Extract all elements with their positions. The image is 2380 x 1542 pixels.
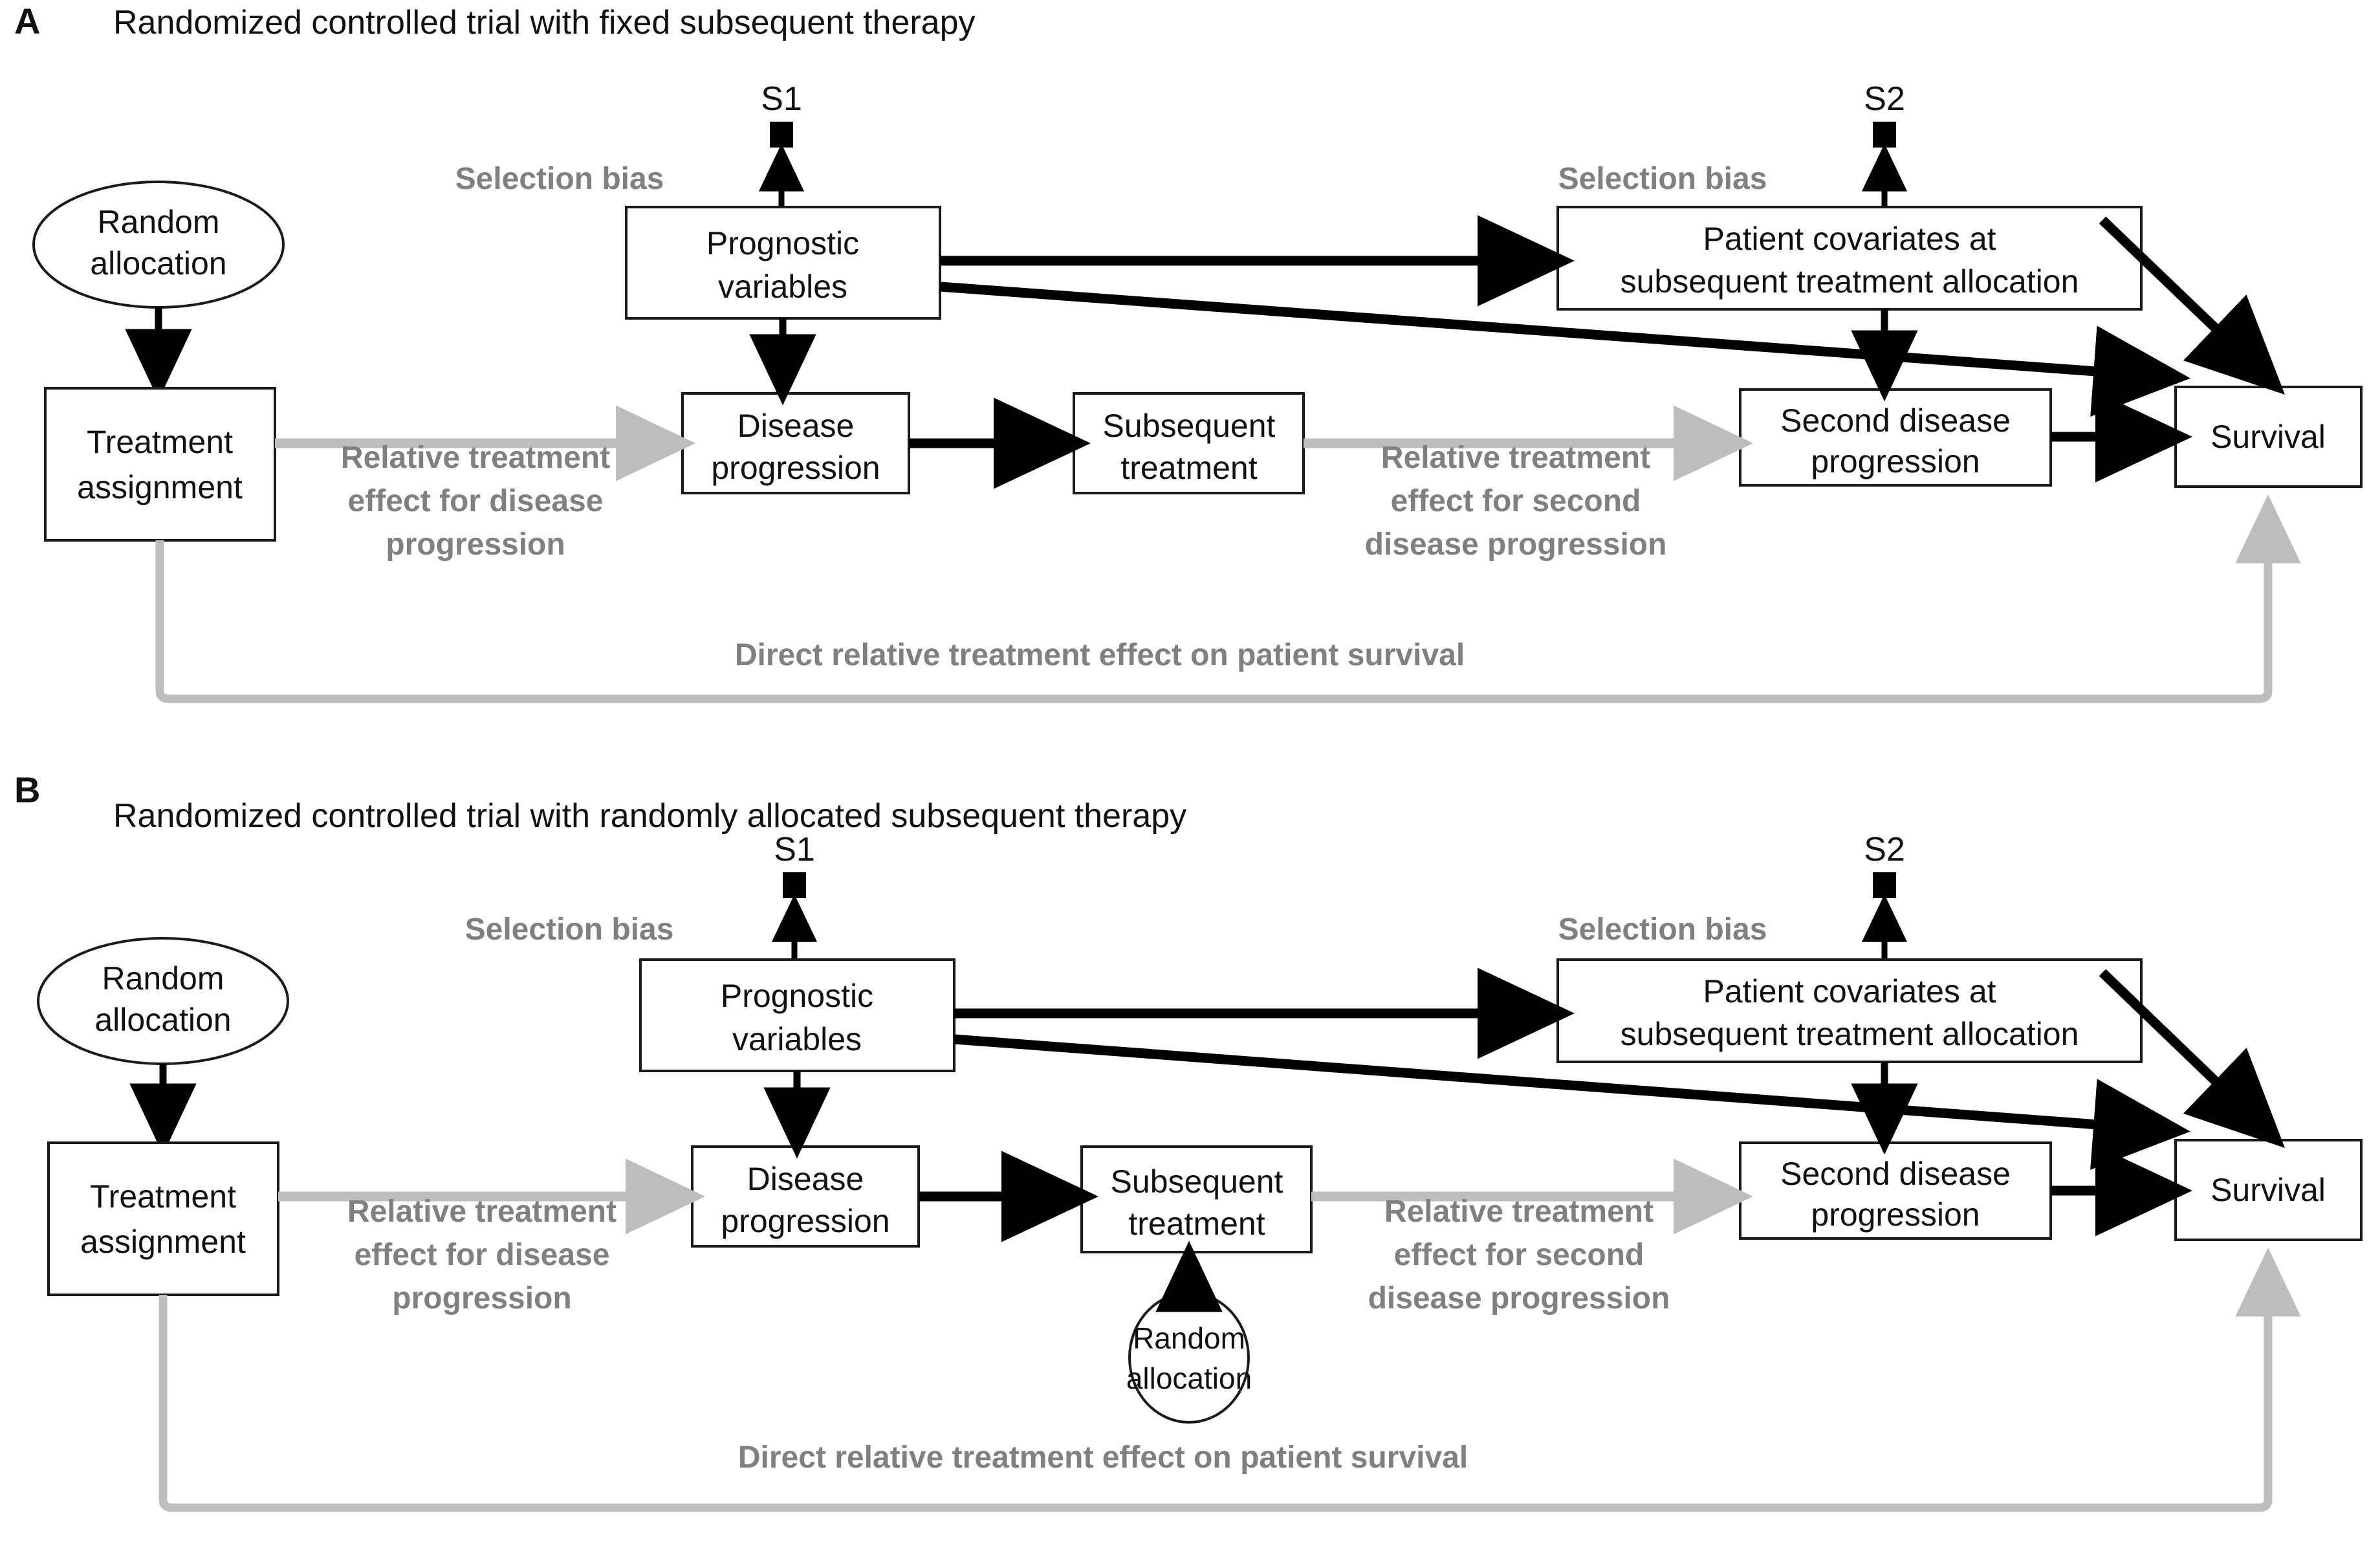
panel-a-node-second-disease-progression xyxy=(1739,388,2052,487)
panel-b-rel-effect-2-line1: Relative treatment xyxy=(1384,1195,1654,1229)
panel-a-subsequent-line1: Subsequent xyxy=(1103,408,1276,444)
panel-a-covariates-line2: subsequent treatment allocation xyxy=(1621,263,2079,300)
panel-a-s2-node xyxy=(1873,122,1896,148)
panel-a-prognostic-line1: Prognostic xyxy=(706,225,859,261)
panel-a-covariates-line1: Patient covariates at xyxy=(1703,221,1996,257)
panel-b-prognostic-line2: variables xyxy=(732,1021,862,1057)
panel-a-node-disease-progression xyxy=(681,392,910,494)
panel-a-title: Randomized controlled trial with fixed s… xyxy=(113,4,976,41)
panel-b-second-disease-line2: progression xyxy=(1811,1196,1980,1233)
panel-a-survival-label: Survival xyxy=(2211,419,2326,455)
panel-a-node-prognostic-variables xyxy=(625,206,941,320)
panel-a-rel-effect-2-line3: disease progression xyxy=(1365,527,1667,562)
panel-a-disease-line1: Disease xyxy=(737,408,855,444)
panel-a-selection-bias-2: Selection bias xyxy=(1558,162,1767,196)
panel-b-rel-effect-2-line3: disease progression xyxy=(1368,1281,1670,1316)
panel-a-rel-effect-1-line3: progression xyxy=(386,527,565,562)
panel-b-node-survival xyxy=(2174,1139,2363,1241)
panel-a-rel-effect-1-line2: effect for disease xyxy=(348,484,604,518)
panel-b-prognostic-line1: Prognostic xyxy=(721,978,873,1014)
panel-b-treatment-assignment-line2: assignment xyxy=(80,1224,246,1260)
panel-a-edge-covariates-to-survival xyxy=(2099,216,2286,395)
panel-a-node-treatment-assignment xyxy=(44,387,276,542)
panel-b-rel-effect-1-line2: effect for disease xyxy=(355,1238,610,1272)
panel-a-s1-node xyxy=(770,122,793,148)
panel-a-treatment-assignment-line2: assignment xyxy=(77,469,243,505)
panel-b-covariates-line1: Patient covariates at xyxy=(1703,973,1996,1009)
panel-b: B Randomized controlled trial with rando… xyxy=(14,769,2363,1512)
panel-b-subsequent-line1: Subsequent xyxy=(1111,1163,1283,1200)
panel-b-s2-node xyxy=(1873,872,1896,898)
panel-a-prognostic-line2: variables xyxy=(718,269,847,305)
panel-a-rel-effect-2-line2: effect for second xyxy=(1391,484,1641,518)
panel-a-random-allocation-line1: Random xyxy=(98,204,220,240)
panel-a-disease-line2: progression xyxy=(711,450,880,486)
panel-a: A Randomized controlled trial with fixed… xyxy=(14,1,2363,703)
panel-a-rel-effect-1-line1: Relative treatment xyxy=(341,441,610,475)
panel-b-node-patient-covariates xyxy=(1556,958,2143,1063)
panel-a-second-disease-line1: Second disease xyxy=(1780,402,2011,439)
panel-b-node-treatment-assignment xyxy=(47,1141,279,1296)
panel-a-s2-label: S2 xyxy=(1864,80,1905,118)
panel-b-node-random-allocation xyxy=(37,937,289,1065)
panel-b-title: Randomized controlled trial with randoml… xyxy=(113,797,1186,835)
panel-b-treatment-assignment-line1: Treatment xyxy=(90,1178,236,1215)
panel-b-random-allocation-line2: allocation xyxy=(94,1002,231,1038)
panel-a-random-allocation-line2: allocation xyxy=(90,245,226,281)
panel-b-node-subsequent-treatment xyxy=(1080,1145,1313,1253)
panel-a-second-disease-line2: progression xyxy=(1811,443,1980,479)
panel-b-s2-label: S2 xyxy=(1864,831,1905,868)
panel-b-selection-bias-1: Selection bias xyxy=(465,912,674,947)
panel-b-selection-bias-2: Selection bias xyxy=(1558,912,1767,947)
panel-b-subsequent-line2: treatment xyxy=(1128,1206,1265,1242)
panel-b-edge-direct-effect xyxy=(158,1247,2301,1512)
panel-b-survival-label: Survival xyxy=(2211,1172,2326,1208)
panel-a-letter: A xyxy=(14,1,40,41)
panel-b-node-random-allocation-2 xyxy=(1128,1292,1250,1424)
panel-a-node-patient-covariates xyxy=(1556,206,2143,311)
panel-a-rel-effect-2-line1: Relative treatment xyxy=(1381,441,1650,475)
panel-b-disease-line2: progression xyxy=(721,1203,890,1239)
panel-b-second-disease-line1: Second disease xyxy=(1780,1156,2011,1192)
panel-b-rel-effect-2-line2: effect for second xyxy=(1394,1238,1644,1272)
panel-a-edge-direct-effect xyxy=(155,494,2301,703)
panel-b-edge-covariates-to-survival xyxy=(2099,969,2285,1148)
panel-b-random-allocation-2-line2: allocation xyxy=(1126,1361,1252,1395)
panel-b-rel-effect-1-line1: Relative treatment xyxy=(347,1195,617,1229)
panel-a-treatment-assignment-line1: Treatment xyxy=(87,424,233,460)
panel-a-s1-label: S1 xyxy=(761,80,802,118)
panel-b-node-second-disease-progression xyxy=(1739,1141,2052,1240)
panel-a-node-random-allocation xyxy=(32,181,285,309)
panel-b-direct-effect-label: Direct relative treatment effect on pati… xyxy=(738,1440,1468,1475)
panel-a-selection-bias-1: Selection bias xyxy=(455,162,664,196)
panel-b-s1-node xyxy=(783,872,806,898)
panel-b-edge-prognostic-to-survival xyxy=(954,1034,2190,1170)
panel-b-random-allocation-line1: Random xyxy=(102,960,224,997)
panel-a-direct-effect-label: Direct relative treatment effect on pati… xyxy=(735,638,1465,672)
panel-b-rel-effect-1-line3: progression xyxy=(392,1281,571,1316)
panel-b-s1-label: S1 xyxy=(774,831,815,868)
panel-b-random-allocation-2-line1: Random xyxy=(1133,1321,1245,1355)
panel-b-letter: B xyxy=(14,769,40,810)
panel-b-disease-line1: Disease xyxy=(747,1161,864,1197)
panel-b-covariates-line2: subsequent treatment allocation xyxy=(1621,1016,2079,1052)
panel-a-subsequent-line2: treatment xyxy=(1120,450,1257,486)
panel-a-edge-prognostic-to-survival xyxy=(939,281,2190,417)
